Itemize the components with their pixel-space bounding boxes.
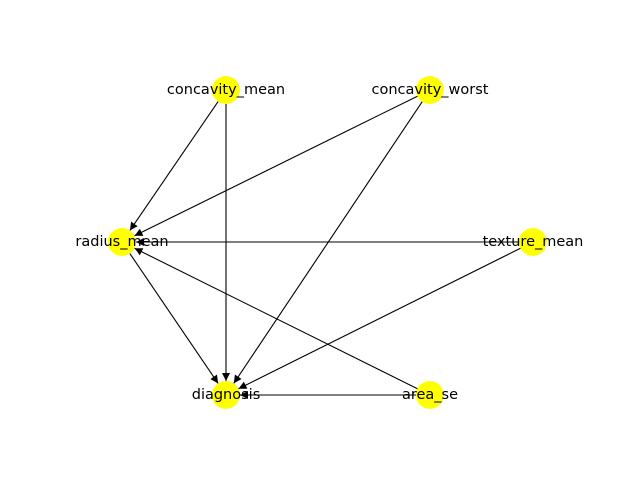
labels-layer: concavity_mean concavity_worst radius_mean… (75, 82, 583, 403)
node-label-concavity_worst: concavity_worst (372, 82, 489, 98)
nodes-layer (108, 76, 547, 409)
edges-layer (129, 95, 521, 399)
node-radius_mean (108, 228, 136, 256)
node-diagnosis (212, 381, 240, 409)
edge-area_se-to-radius_mean (134, 247, 418, 390)
node-concavity_worst (416, 76, 444, 104)
edge-concavity_mean-to-radius_mean (129, 101, 219, 231)
node-label-texture_mean: texture_mean (483, 234, 584, 250)
node-concavity_mean (212, 76, 240, 104)
node-label-area_se: area_se (402, 387, 458, 403)
node-label-concavity_mean: concavity_mean (167, 82, 285, 98)
node-label-diagnosis: diagnosis (192, 387, 261, 403)
node-area_se (416, 381, 444, 409)
node-label-radius_mean: radius_mean (75, 234, 168, 250)
edge-texture_mean-to-diagnosis (238, 247, 521, 390)
edge-radius_mean-to-diagnosis (129, 253, 219, 384)
edge-concavity_worst-to-radius_mean (134, 95, 418, 237)
node-texture_mean (519, 228, 547, 256)
